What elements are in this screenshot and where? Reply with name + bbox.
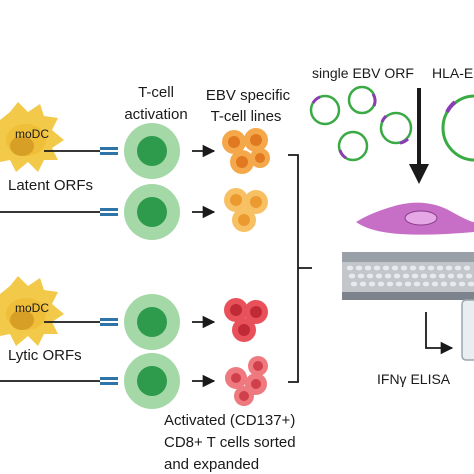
plasmid-icon (337, 130, 369, 162)
activated-label-2: CD8+ T cells sorted (164, 434, 296, 451)
well-plate-icon (342, 252, 474, 300)
plate-well (411, 273, 419, 279)
dendritic-cell-bottom: moDC (0, 276, 64, 346)
plate-well (386, 281, 394, 287)
t-cell-icon (124, 123, 180, 179)
plate-well (445, 265, 453, 271)
receptor-icon (100, 318, 118, 321)
elisa-reader-icon (461, 299, 474, 361)
plate-well (375, 273, 383, 279)
plate-well (456, 273, 464, 279)
plasmid-icon (379, 111, 413, 145)
plate-well (366, 273, 374, 279)
plate-well (458, 281, 466, 287)
arrow (425, 312, 454, 355)
cell-cluster-icon (224, 298, 268, 342)
plate-well (359, 281, 367, 287)
cell-cluster-icon (222, 128, 270, 174)
plate-well (429, 273, 437, 279)
plate-well (368, 281, 376, 287)
plate-well (447, 273, 455, 279)
plate-well (465, 273, 473, 279)
activated-label-1: Activated (CD137+) (164, 412, 295, 429)
plate-well (420, 273, 428, 279)
plate-well (391, 265, 399, 271)
latent-orfs-label: Latent ORFs (8, 177, 93, 194)
plate-well (348, 273, 356, 279)
plate-well (413, 281, 421, 287)
receptor-icon (100, 377, 118, 380)
plate-well (409, 265, 417, 271)
plasmid-icon (309, 94, 341, 126)
plasmid-icon (441, 94, 474, 162)
plate-well (395, 281, 403, 287)
lytic-orfs-label: Lytic ORFs (8, 347, 82, 364)
modc-label-bottom: moDC (15, 301, 49, 315)
plate-well (422, 281, 430, 287)
plate-well (436, 265, 444, 271)
receptor-icon (100, 147, 118, 150)
plate-well (431, 281, 439, 287)
cell-cluster-icon (224, 188, 268, 232)
row-lytic-1 (44, 318, 118, 326)
plasmid-icon (347, 85, 377, 115)
receptor-icon (100, 208, 118, 211)
target-cell-icon (356, 202, 474, 235)
dendritic-cell-icon (0, 276, 64, 346)
ebv-lines-label-2: T-cell lines (211, 108, 282, 125)
dendritic-cell-top: moDC (0, 102, 64, 172)
plate-well (400, 265, 408, 271)
plate-well (463, 265, 471, 271)
plate-well (357, 273, 365, 279)
activated-label-3: and expanded (164, 456, 259, 473)
tcell-activation-label-2: activation (124, 106, 187, 123)
dendritic-cell-icon (0, 102, 64, 172)
plate-well (346, 265, 354, 271)
plate-well (404, 281, 412, 287)
plate-well (393, 273, 401, 279)
plate-well (418, 265, 426, 271)
plate-well (454, 265, 462, 271)
ifn-elisa-label: IFNγ ELISA (377, 371, 451, 387)
plate-well (350, 281, 358, 287)
t-cell-icon (124, 184, 180, 240)
row-latent-2 (0, 208, 118, 216)
modc-label-top: moDC (15, 127, 49, 141)
row-lytic-2 (0, 377, 118, 385)
plate-well (440, 281, 448, 287)
t-cell-icon (124, 294, 180, 350)
row-latent-1 (44, 147, 118, 155)
plate-well (449, 281, 457, 287)
plate-well (438, 273, 446, 279)
single-orf-label: single EBV ORF (312, 65, 414, 81)
ebv-lines-label-1: EBV specific (206, 87, 291, 104)
cell-cluster-icon (225, 356, 268, 406)
merge-bracket (288, 154, 312, 383)
t-cell-icon (124, 353, 180, 409)
plate-well (467, 281, 474, 287)
plate-well (364, 265, 372, 271)
plate-well (355, 265, 363, 271)
plate-well (402, 273, 410, 279)
plate-well (382, 265, 390, 271)
hla-label: HLA-E (432, 65, 473, 81)
plate-well (373, 265, 381, 271)
tcell-activation-label-1: T-cell (138, 84, 174, 101)
plate-well (384, 273, 392, 279)
plate-well (377, 281, 385, 287)
plate-well (427, 265, 435, 271)
